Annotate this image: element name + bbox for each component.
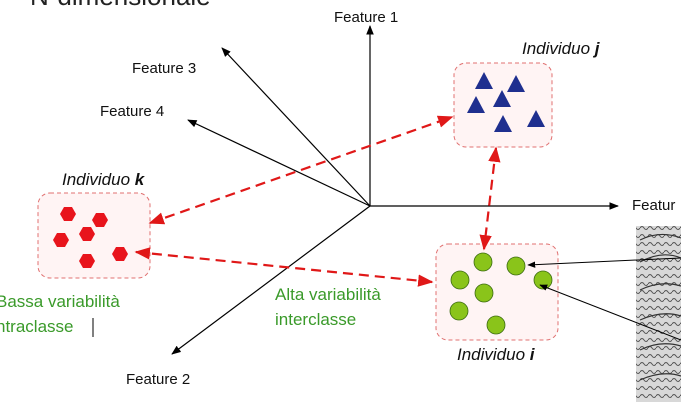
- fingerprint-image: [636, 226, 681, 402]
- hexagon-marker: [79, 254, 95, 268]
- interclass-label-line1: Alta variabilità: [275, 285, 381, 304]
- triangle-marker: [467, 96, 485, 113]
- hexagon-marker: [112, 247, 128, 261]
- cluster-individuo-k: [37, 192, 151, 279]
- arrow-j-to-i: [479, 146, 501, 251]
- axis-label-feature-4: Feature 4: [100, 103, 164, 120]
- pointer-line: [527, 257, 681, 268]
- axis-feature-3: [221, 47, 371, 207]
- intraclass-label-line2: ntraclasse: [0, 317, 73, 336]
- cluster-individuo-i: [435, 243, 559, 341]
- circle-marker: [450, 270, 470, 290]
- interclass-label-line2: interclasse: [275, 310, 356, 329]
- triangle-marker: [507, 75, 525, 92]
- label-individuo-i: Individuo i: [457, 345, 536, 364]
- fingerprint-pointers: [527, 257, 681, 341]
- interclass-arrows: [134, 115, 501, 287]
- pointer-line: [539, 284, 681, 341]
- hexagon-markers: [53, 207, 128, 268]
- circle-marker: [486, 315, 506, 335]
- axis-feature-4: [187, 119, 371, 207]
- axis-label-feature-1: Feature 1: [334, 9, 398, 26]
- cluster-individuo-j: [453, 62, 553, 148]
- arrow-k-to-j: [148, 115, 454, 225]
- circle-marker: [506, 256, 526, 276]
- circle-marker: [473, 252, 493, 272]
- hexagon-marker: [53, 233, 69, 247]
- circle-marker: [449, 301, 469, 321]
- triangle-marker: [475, 72, 493, 89]
- circle-marker: [474, 283, 494, 303]
- label-individuo-k: Individuo k: [62, 170, 146, 189]
- axis-feature-2: [171, 205, 371, 355]
- triangle-markers: [467, 72, 545, 132]
- axis-label-feature-5: Featur: [632, 197, 675, 214]
- axis-label-feature-2: Feature 2: [126, 371, 190, 388]
- triangle-marker: [493, 90, 511, 107]
- circle-markers: [449, 252, 553, 335]
- hexagon-marker: [60, 207, 76, 221]
- hexagon-marker: [79, 227, 95, 241]
- page-title: N-dimensionale: [30, 0, 211, 11]
- intraclass-label-line1: Bassa variabilità: [0, 292, 120, 311]
- label-individuo-j: Individuo j: [522, 39, 601, 58]
- hexagon-marker: [92, 213, 108, 227]
- arrow-k-to-i: [134, 247, 434, 287]
- axis-label-feature-3: Feature 3: [132, 60, 196, 77]
- triangle-marker: [494, 115, 512, 132]
- triangle-marker: [527, 110, 545, 127]
